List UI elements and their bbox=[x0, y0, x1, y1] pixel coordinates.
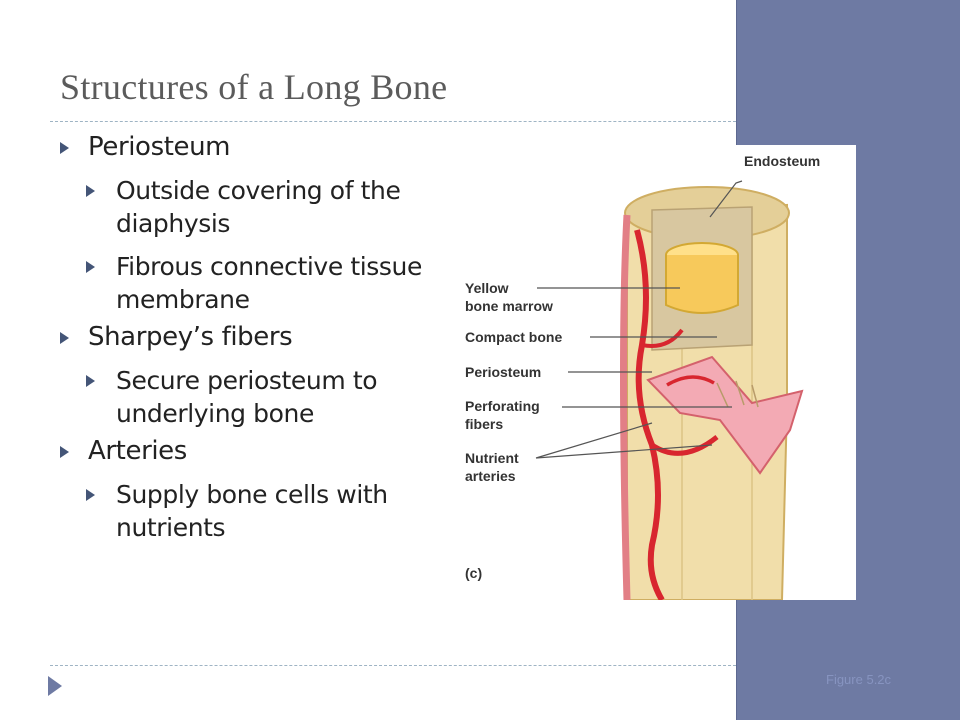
label-perforating-line1: Perforating bbox=[465, 398, 540, 414]
label-nutrient-line2: arteries bbox=[465, 468, 516, 484]
slide-title: Structures of a Long Bone bbox=[60, 67, 448, 107]
label-yellow-marrow-line1: Yellow bbox=[465, 280, 509, 296]
bullet-arrow-icon bbox=[86, 261, 95, 273]
subbullet-text: Fibrous connective tissue membrane bbox=[116, 252, 422, 314]
label-panel-letter: (c) bbox=[465, 565, 482, 581]
periosteum-edge bbox=[620, 214, 631, 600]
bullet-sharpeys-fibers: Sharpey’s fibers bbox=[60, 320, 452, 354]
long-bone-illustration: Endosteum Yellow bone marrow Compact bon… bbox=[465, 153, 820, 600]
periosteum-flap bbox=[646, 355, 804, 475]
nutrient-artery-branch bbox=[641, 328, 684, 348]
bullet-arrow-icon bbox=[60, 332, 69, 344]
bullet-arrow-icon bbox=[60, 446, 69, 458]
title-divider bbox=[50, 121, 736, 122]
perforating-fiber-strands bbox=[716, 380, 759, 408]
subbullet-secure-periosteum: Secure periosteum to underlying bone bbox=[86, 364, 452, 430]
navigation-arrow-icon bbox=[48, 676, 62, 696]
footer-divider bbox=[50, 665, 736, 666]
bullet-arrow-icon bbox=[86, 375, 95, 387]
bullet-text: Periosteum bbox=[88, 132, 231, 162]
label-yellow-marrow-line2: bone marrow bbox=[465, 298, 553, 314]
bullet-arrow-icon bbox=[86, 489, 95, 501]
bullet-arrow-icon bbox=[60, 142, 69, 154]
leader-line-arteries bbox=[535, 422, 713, 459]
label-perforating-line2: fibers bbox=[465, 416, 503, 432]
subbullet-fibrous-membrane: Fibrous connective tissue membrane bbox=[86, 250, 452, 316]
subbullet-text: Supply bone cells with nutrients bbox=[116, 480, 388, 542]
bullet-arrow-icon bbox=[86, 185, 95, 197]
nutrient-artery-main bbox=[634, 229, 665, 600]
bullet-list: Periosteum Outside covering of the diaph… bbox=[60, 126, 452, 544]
bullet-arteries: Arteries bbox=[60, 434, 452, 468]
nutrient-artery-branch bbox=[650, 435, 719, 456]
bullet-periosteum: Periosteum bbox=[60, 130, 452, 164]
label-periosteum: Periosteum bbox=[465, 364, 541, 380]
nutrient-artery-branch bbox=[666, 375, 715, 387]
subbullet-text: Secure periosteum to underlying bone bbox=[116, 366, 378, 428]
subbullet-supply-cells: Supply bone cells with nutrients bbox=[86, 478, 452, 544]
subbullet-text: Outside covering of the diaphysis bbox=[116, 176, 401, 238]
bullet-text: Sharpey’s fibers bbox=[88, 322, 293, 352]
bullet-text: Arteries bbox=[88, 436, 187, 466]
figure-reference: Figure 5.2c bbox=[826, 672, 892, 687]
label-endosteum: Endosteum bbox=[744, 153, 820, 169]
long-bone-figure: Endosteum Yellow bone marrow Compact bon… bbox=[452, 145, 856, 600]
label-compact-bone: Compact bone bbox=[465, 329, 562, 345]
subbullet-outside-covering: Outside covering of the diaphysis bbox=[86, 174, 452, 240]
leader-line-endosteum bbox=[709, 180, 743, 218]
yellow-marrow-body bbox=[665, 255, 739, 314]
label-nutrient-line1: Nutrient bbox=[465, 450, 519, 466]
